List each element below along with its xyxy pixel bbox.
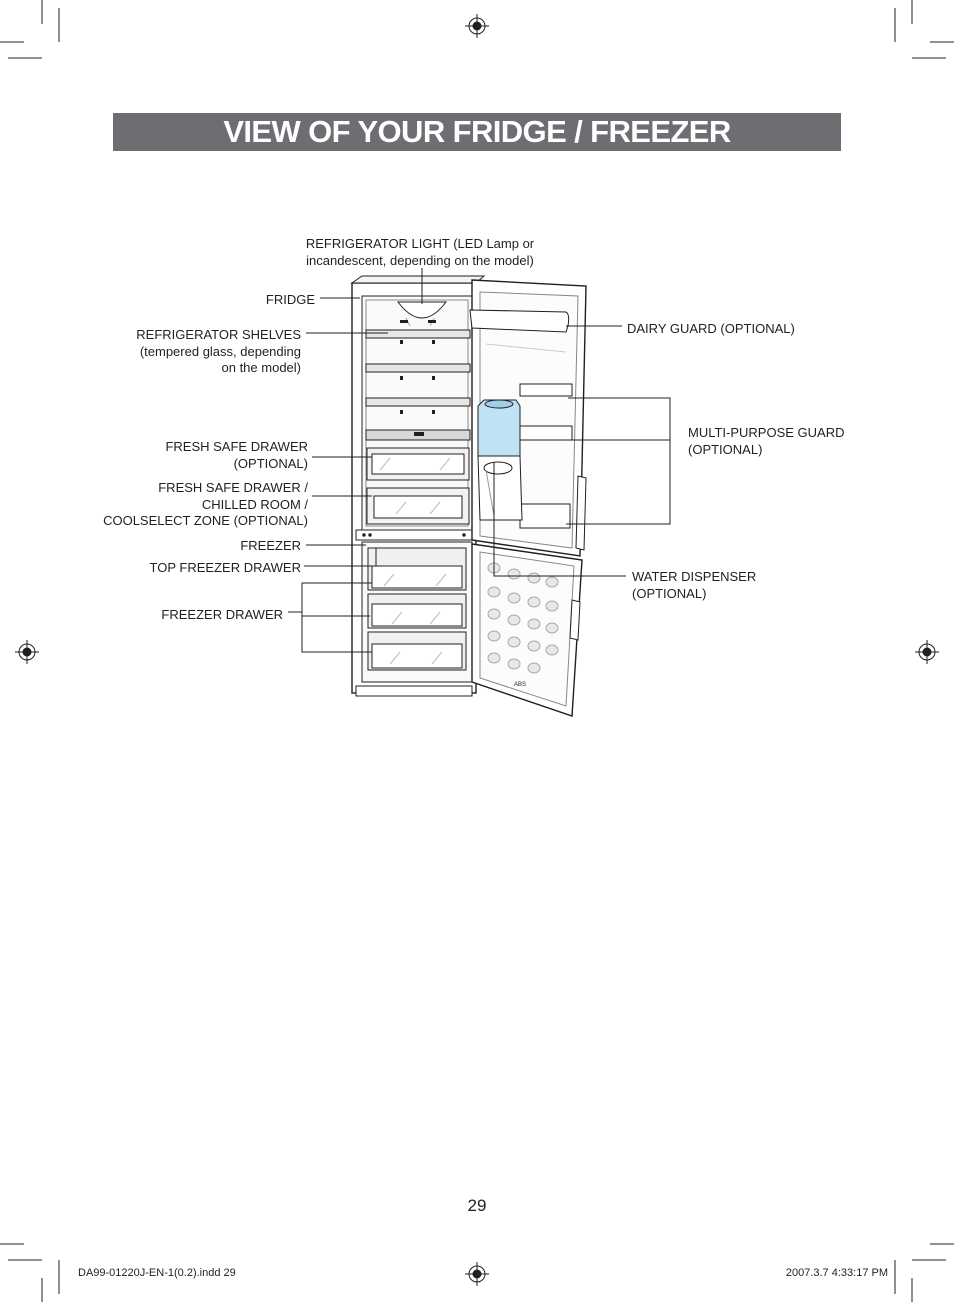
door-handle bbox=[569, 599, 581, 641]
leader-lines bbox=[288, 268, 671, 653]
label-line: (OPTIONAL) bbox=[233, 455, 308, 471]
page-title: VIEW OF YOUR FRIDGE / FREEZER bbox=[223, 114, 731, 149]
shelf bbox=[365, 397, 471, 407]
registration-mark-icon bbox=[915, 640, 939, 664]
registration-mark-icon bbox=[15, 640, 39, 664]
registration-mark-icon bbox=[465, 1262, 489, 1286]
label-refrigerator-light: REFRIGERATOR LIGHT (LED Lamp or incandes… bbox=[290, 236, 550, 269]
title-bar: VIEW OF YOUR FRIDGE / FREEZER bbox=[113, 113, 841, 151]
multi-purpose-guard bbox=[519, 425, 573, 441]
footer-timestamp: 2007.3.7 4:33:17 PM bbox=[785, 1267, 888, 1279]
cabinet-top bbox=[350, 275, 486, 284]
label-line: (tempered glass, depending bbox=[139, 343, 301, 359]
label-water-dispenser: WATER DISPENSER (OPTIONAL) bbox=[632, 569, 756, 602]
label-line: COOLSELECT ZONE (OPTIONAL) bbox=[103, 513, 308, 528]
label-freezer: FREEZER bbox=[240, 538, 301, 553]
door-handle bbox=[575, 475, 587, 551]
label-line: CHILLED ROOM / bbox=[201, 496, 308, 512]
label-line: WATER DISPENSER bbox=[632, 569, 757, 584]
label-top-freezer-drawer: TOP FREEZER DRAWER bbox=[149, 560, 301, 575]
dairy-guard bbox=[469, 309, 570, 333]
label-line: on the model) bbox=[221, 360, 302, 375]
page-number: 29 bbox=[467, 1196, 487, 1215]
refrigerator-light bbox=[396, 301, 448, 319]
registration-mark-icon bbox=[465, 14, 489, 38]
label-line: REFRIGERATOR SHELVES bbox=[136, 327, 301, 342]
compartment-divider bbox=[355, 529, 475, 541]
cabinet-base bbox=[355, 685, 473, 697]
door-mark: ABS bbox=[514, 682, 526, 688]
label-refrigerator-shelves: REFRIGERATOR SHELVES (tempered glass, de… bbox=[120, 327, 301, 377]
label-freezer-drawer: FREEZER DRAWER bbox=[161, 607, 283, 622]
label-fridge: FRIDGE bbox=[265, 292, 315, 307]
multi-purpose-guard bbox=[519, 383, 573, 397]
footer-file-info: DA99-01220J-EN-1(0.2).indd 29 bbox=[78, 1267, 236, 1279]
label-line: FRESH SAFE DRAWER bbox=[165, 439, 308, 454]
label-line: (OPTIONAL) bbox=[688, 441, 763, 457]
label-line: REFRIGERATOR LIGHT (LED Lamp or bbox=[305, 236, 535, 251]
label-line: FRESH SAFE DRAWER / bbox=[158, 480, 308, 495]
shelf bbox=[365, 329, 471, 339]
label-multi-purpose-guard: MULTI-PURPOSE GUARD (OPTIONAL) bbox=[688, 425, 845, 458]
label-line: (OPTIONAL) bbox=[632, 585, 707, 601]
multi-purpose-guard bbox=[519, 503, 571, 529]
door-bumps bbox=[487, 562, 559, 674]
label-dairy-guard: DAIRY GUARD (OPTIONAL) bbox=[627, 321, 795, 336]
label-line: incandescent, depending on the model) bbox=[306, 252, 534, 268]
label-chilled-room: FRESH SAFE DRAWER / CHILLED ROOM / COOLS… bbox=[100, 480, 308, 530]
shelf bbox=[365, 363, 471, 373]
label-fresh-safe-drawer: FRESH SAFE DRAWER (OPTIONAL) bbox=[120, 439, 308, 472]
label-line: MULTI-PURPOSE GUARD bbox=[688, 425, 845, 440]
